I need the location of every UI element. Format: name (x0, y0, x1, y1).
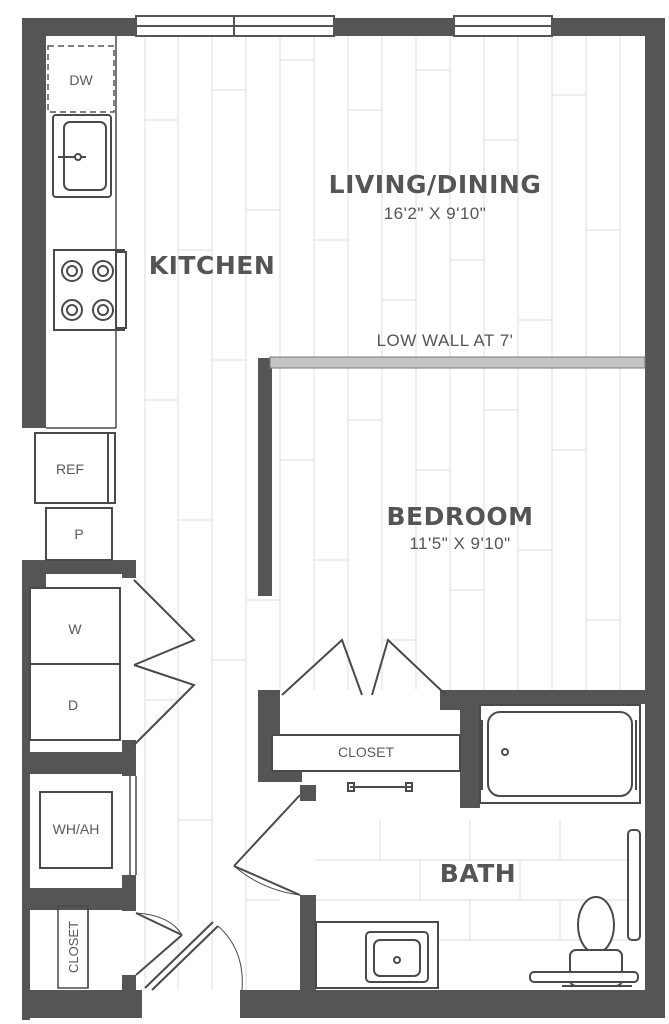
closet-rod (347, 782, 413, 792)
water-heater (39, 791, 113, 869)
water-heater-label: WH/AH (53, 821, 100, 837)
wh-door-frame (129, 776, 137, 875)
living-dining-dimensions: 16'2" X 9'10" (384, 204, 487, 223)
entry-closet-door (135, 912, 183, 976)
kitchen-counter (46, 36, 117, 429)
bedroom-closet-doors (281, 638, 447, 696)
bedroom-dimensions: 11'5" X 9'10" (409, 534, 510, 553)
bath-door (233, 794, 301, 896)
vanity (315, 921, 439, 989)
entry-closet-label: CLOSET (66, 921, 81, 973)
laundry-machines (29, 587, 121, 741)
bedroom-closet-label: CLOSET (338, 744, 394, 760)
washer-label: W (68, 621, 82, 637)
laundry-bifold-doors (133, 579, 196, 746)
refrigerator-label: REF (56, 461, 84, 477)
kitchen-sink (52, 114, 112, 198)
bathtub (479, 704, 641, 804)
refrigerator (34, 432, 116, 504)
entry-closet (57, 905, 89, 989)
low-wall-note: LOW WALL AT 7' (377, 331, 514, 350)
front-door (144, 921, 243, 991)
bedroom-label: BEDROOM (386, 502, 533, 531)
grab-bars (529, 829, 641, 983)
low-wall (269, 356, 646, 369)
dishwasher-label: DW (69, 72, 93, 88)
cooktop (53, 249, 127, 331)
dishwasher-outline (47, 45, 115, 113)
living-dining-label: LIVING/DINING (329, 170, 542, 199)
walls (22, 18, 665, 1020)
pantry (45, 507, 113, 561)
windows (135, 15, 553, 37)
bath-label: BATH (440, 859, 516, 888)
kitchen-label: KITCHEN (149, 251, 276, 280)
pantry-label: P (74, 526, 83, 542)
dryer-label: D (68, 697, 78, 713)
bedroom-closet (271, 734, 461, 772)
